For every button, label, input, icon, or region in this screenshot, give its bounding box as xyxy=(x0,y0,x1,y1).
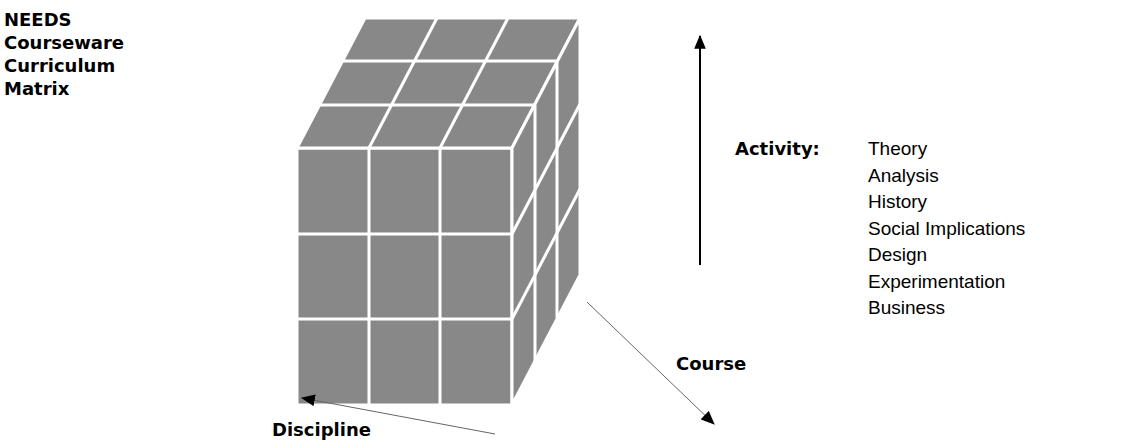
activity-item: Design xyxy=(868,243,927,267)
axis-arrows xyxy=(302,36,714,434)
activity-item: Social Implications xyxy=(868,217,1025,241)
axis-label: Course xyxy=(676,352,746,376)
matrix-cube xyxy=(297,18,580,405)
activity-axis-arrow xyxy=(699,36,701,265)
axis-label: Activity: xyxy=(735,137,820,161)
activity-item: Business xyxy=(868,296,945,320)
activity-item: Theory xyxy=(868,137,927,161)
axis-label: Discipline xyxy=(272,418,371,442)
cube-front-face xyxy=(297,148,512,405)
activity-item: History xyxy=(868,190,927,214)
activity-item: Analysis xyxy=(868,164,939,188)
activity-item: Experimentation xyxy=(868,270,1005,294)
diagram-title: NEEDS Courseware Curriculum Matrix xyxy=(4,8,124,100)
cube-side-face xyxy=(512,18,580,405)
